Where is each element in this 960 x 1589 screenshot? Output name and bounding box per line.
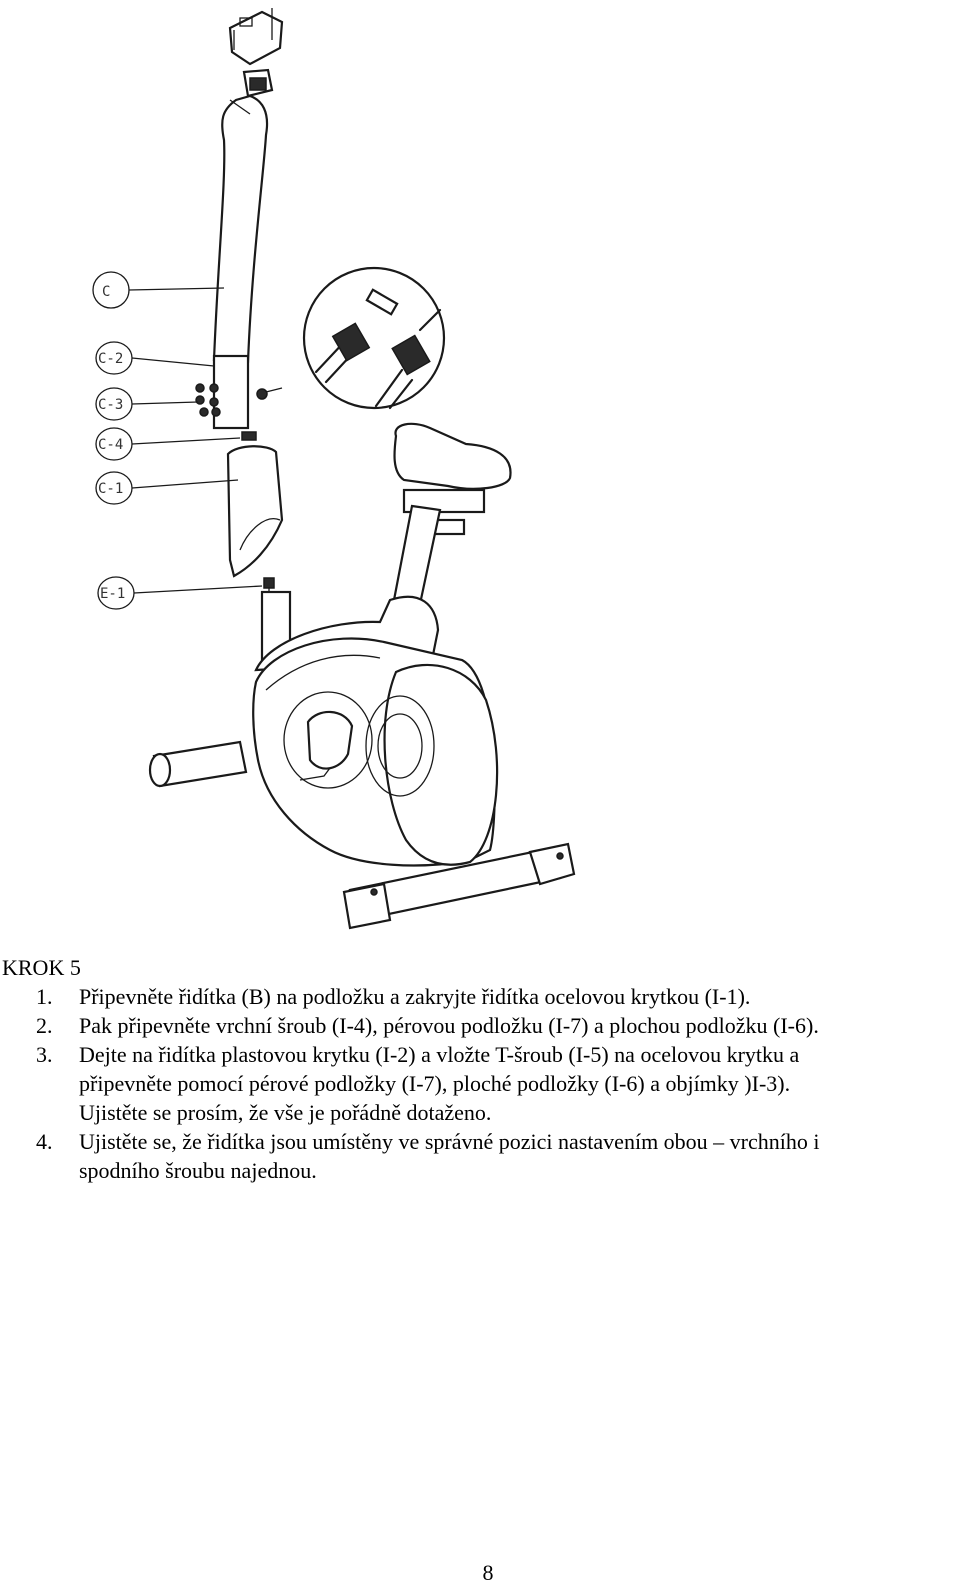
detail-circle <box>302 266 446 410</box>
callout-c1: C-1 <box>98 481 123 497</box>
callout-c3: C-3 <box>98 397 123 413</box>
item-text: spodního šroubu najednou. <box>79 1158 317 1183</box>
callout-c4: C-4 <box>98 437 123 453</box>
page-number: 8 <box>482 1560 494 1585</box>
item-number: 2. <box>36 1013 53 1038</box>
step-heading: KROK 5 <box>2 955 81 980</box>
handlebar-post <box>212 94 269 430</box>
callout-c2: C-2 <box>98 351 123 367</box>
item-text: Ujistěte se prosím, že vše je pořádně do… <box>79 1100 492 1125</box>
item-text: připevněte pomocí pérové podložky (I-7),… <box>79 1071 791 1096</box>
item-number: 4. <box>36 1129 53 1154</box>
item-text: Pak připevněte vrchní šroub (I-4), pérov… <box>79 1013 819 1038</box>
front-stabilizer <box>148 740 248 788</box>
flywheel-housing <box>252 637 499 867</box>
item-text: Ujistěte se, že řidítka jsou umístěny ve… <box>79 1129 820 1154</box>
handlebar-cover <box>226 445 284 578</box>
handlebar-mount-plate <box>228 8 284 98</box>
rear-stabilizer <box>342 842 576 930</box>
seat <box>392 422 512 606</box>
item-number: 3. <box>36 1042 53 1067</box>
assembly-diagram: C C-2 C-3 C-4 C-1 E-1 <box>92 8 576 930</box>
callout-e1: E-1 <box>100 586 125 602</box>
item-text: Dejte na řidítka plastovou krytku (I-2) … <box>79 1042 800 1067</box>
callout-labels: C C-2 C-3 C-4 C-1 E-1 <box>92 271 263 610</box>
callout-c: C <box>102 284 110 300</box>
item-text: Připevněte řidítka (B) na podložku a zak… <box>79 984 751 1009</box>
item-number: 1. <box>36 984 53 1009</box>
